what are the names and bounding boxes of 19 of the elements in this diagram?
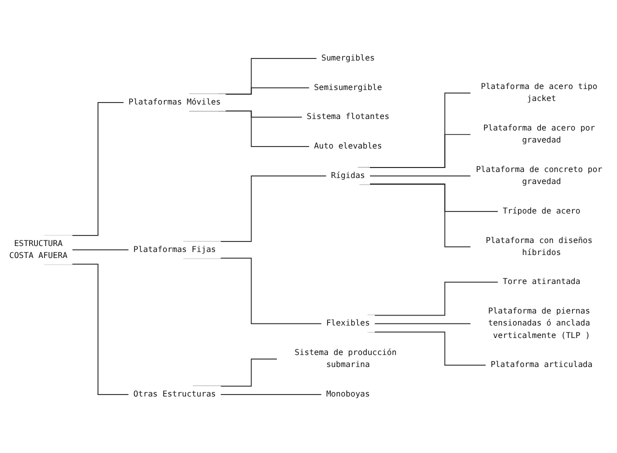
node-text: Monoboyas xyxy=(326,390,370,399)
node-text: Plataforma de acero tipo jacket xyxy=(480,82,598,104)
connector xyxy=(367,134,472,168)
node-text: Torre atirantada xyxy=(502,277,580,287)
node-text: Plataforma de concreto por gravedad xyxy=(476,165,602,186)
connector xyxy=(220,394,322,395)
node-text: Sistema de producción submarina xyxy=(294,348,397,370)
node-text: Semisumergible xyxy=(314,82,382,92)
node-text: Trípode de acero xyxy=(502,206,580,216)
node-text: Sumergibles xyxy=(321,54,375,63)
node-text: Plataforma articulada xyxy=(490,360,593,370)
connector xyxy=(369,183,499,212)
node-text: Plataforma de acero por gravedad xyxy=(483,124,595,145)
node-text: Plataforma de piernas tensionadas ó anclada verticalmente (TLP ) xyxy=(488,306,590,340)
node-text: Sistema flotantes xyxy=(306,112,390,122)
connector xyxy=(72,249,130,250)
node-text: Auto elevables xyxy=(314,142,382,151)
connector xyxy=(374,323,472,324)
node-text: Plataforma con diseños híbridos xyxy=(486,236,593,258)
